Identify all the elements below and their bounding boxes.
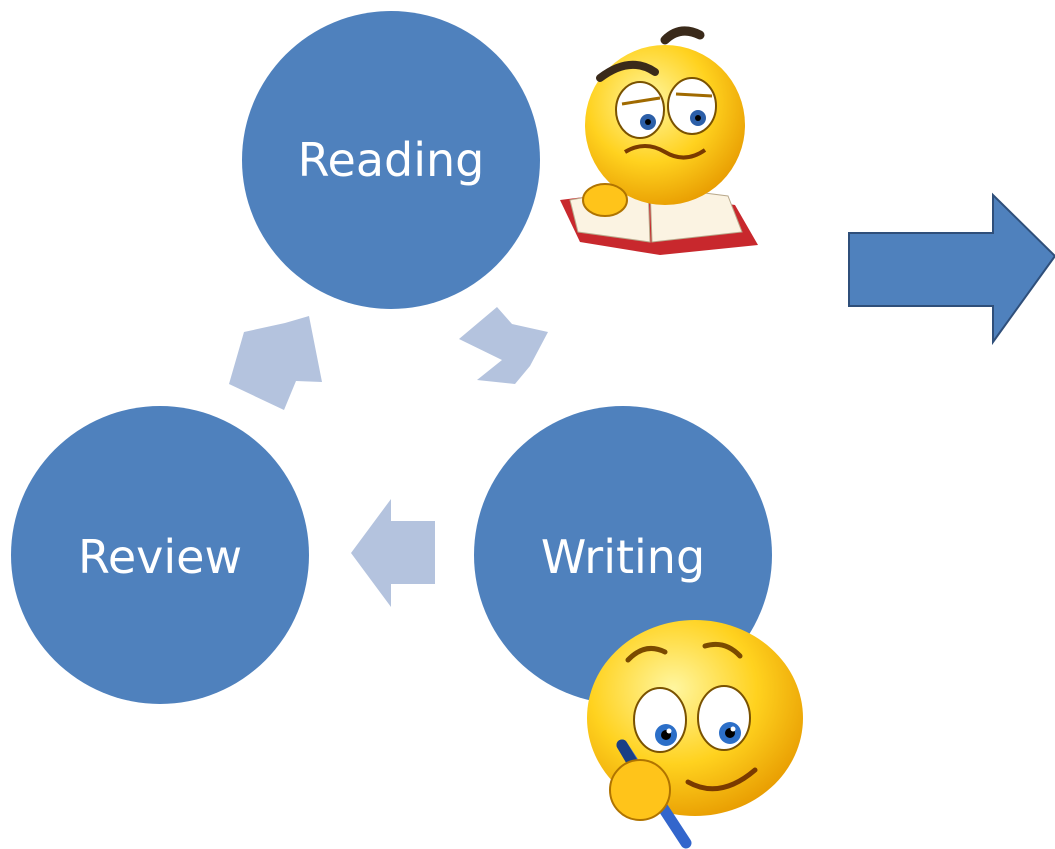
cycle-arrow-writing-to-review bbox=[351, 499, 435, 607]
review-node-circle bbox=[11, 406, 309, 704]
writing-emoji-icon bbox=[587, 620, 803, 849]
reading-node-circle bbox=[242, 11, 540, 309]
writing-node-label: Writing bbox=[540, 530, 706, 584]
cycle-arrow-reading-to-writing bbox=[459, 307, 548, 384]
reading-emoji-icon bbox=[560, 26, 758, 255]
cycle-arrow-review-to-reading bbox=[229, 316, 322, 410]
reading-node-label: Reading bbox=[297, 133, 485, 187]
review-node-label: Review bbox=[77, 530, 243, 584]
next-step-block-arrow bbox=[848, 192, 1055, 346]
